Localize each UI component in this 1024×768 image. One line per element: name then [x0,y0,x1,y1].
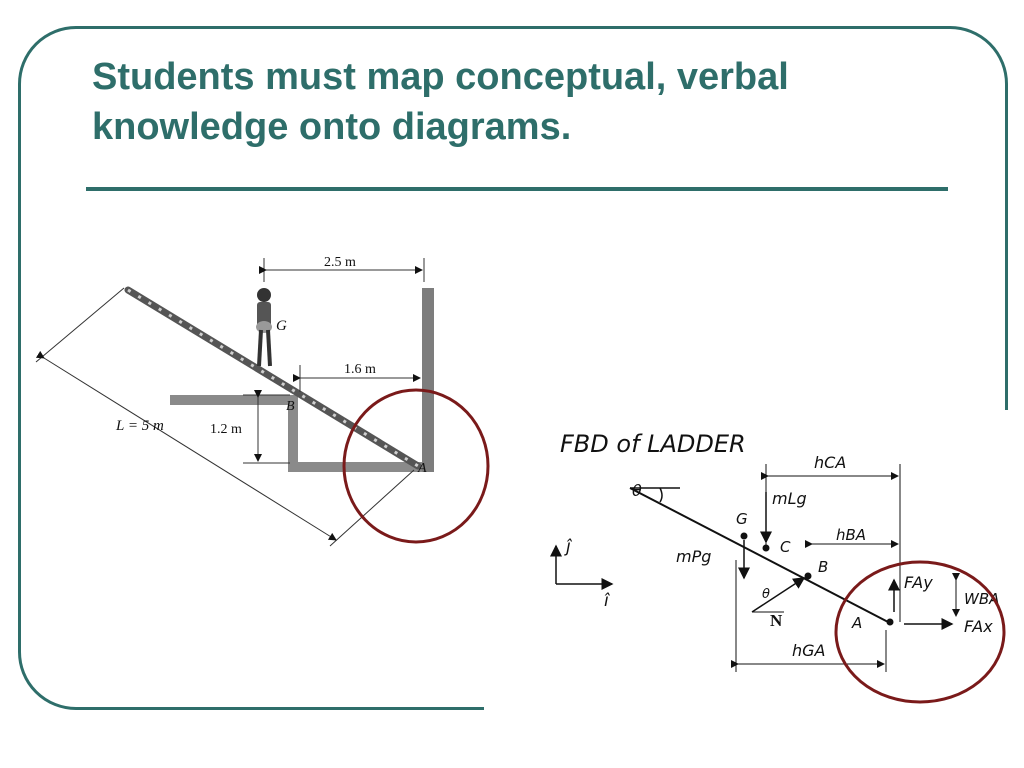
fbd-label-g: G [736,510,748,528]
fbd-title: FBD of LADDER [560,430,746,458]
fbd-theta-lower: θ [762,587,770,602]
highlight-circle-fbd [834,560,1006,704]
fbd-background [484,410,1024,768]
fbd-label-axis-i: î [604,591,610,611]
fbd-label-c: C [780,538,791,556]
fbd-label-mpg: mPg [676,547,711,566]
fbd-normal-arrow [751,577,806,613]
slide-title: Students must map conceptual, verbal kno… [92,56,789,148]
wall [422,288,434,472]
label-point-g: G [276,318,287,334]
fbd-point-g-dot [740,532,748,540]
label-1-2m: 1.2 m [210,422,242,437]
fbd-label-fax: FAx [964,617,993,636]
fbd-label-b: B [818,558,828,576]
label-point-a: A [417,461,427,476]
dim-l-line [35,350,337,541]
fbd-label-hca: hCA [814,453,846,472]
dim-l-ext-top [35,287,125,363]
fbd-label-axis-j: ĵ [564,537,573,557]
label-point-b: B [286,399,295,414]
fbd-theta-top: θ [632,481,642,500]
title-underline [86,187,948,191]
label-ladder-length: L = 5 m [115,418,164,434]
problem-diagram: 2.5 m 1.6 m 1.2 m L = 5 m G B A [35,255,490,547]
label-2-5m: 2.5 m [324,255,356,270]
fbd-label-hga: hGA [792,641,825,660]
dim-l-ext-bottom [329,469,415,547]
person-figure [256,288,272,367]
fbd-label-n: N [770,611,783,630]
fbd-point-a-dot [886,618,894,626]
highlight-circle-problem [342,388,490,544]
fbd-point-b-dot [804,572,812,580]
fbd-label-hba: hBA [836,526,866,544]
fbd-angle-arc [659,487,663,503]
fbd-diagram: FBD of LADDER θ G C B A hCA mLg hBA mPg … [550,430,1006,704]
fbd-label-fay: FAy [904,573,933,592]
fbd-label-mlg: mLg [772,489,807,508]
fbd-ladder [629,487,893,625]
label-1-6m: 1.6 m [344,362,376,377]
fbd-label-a: A [851,614,862,632]
